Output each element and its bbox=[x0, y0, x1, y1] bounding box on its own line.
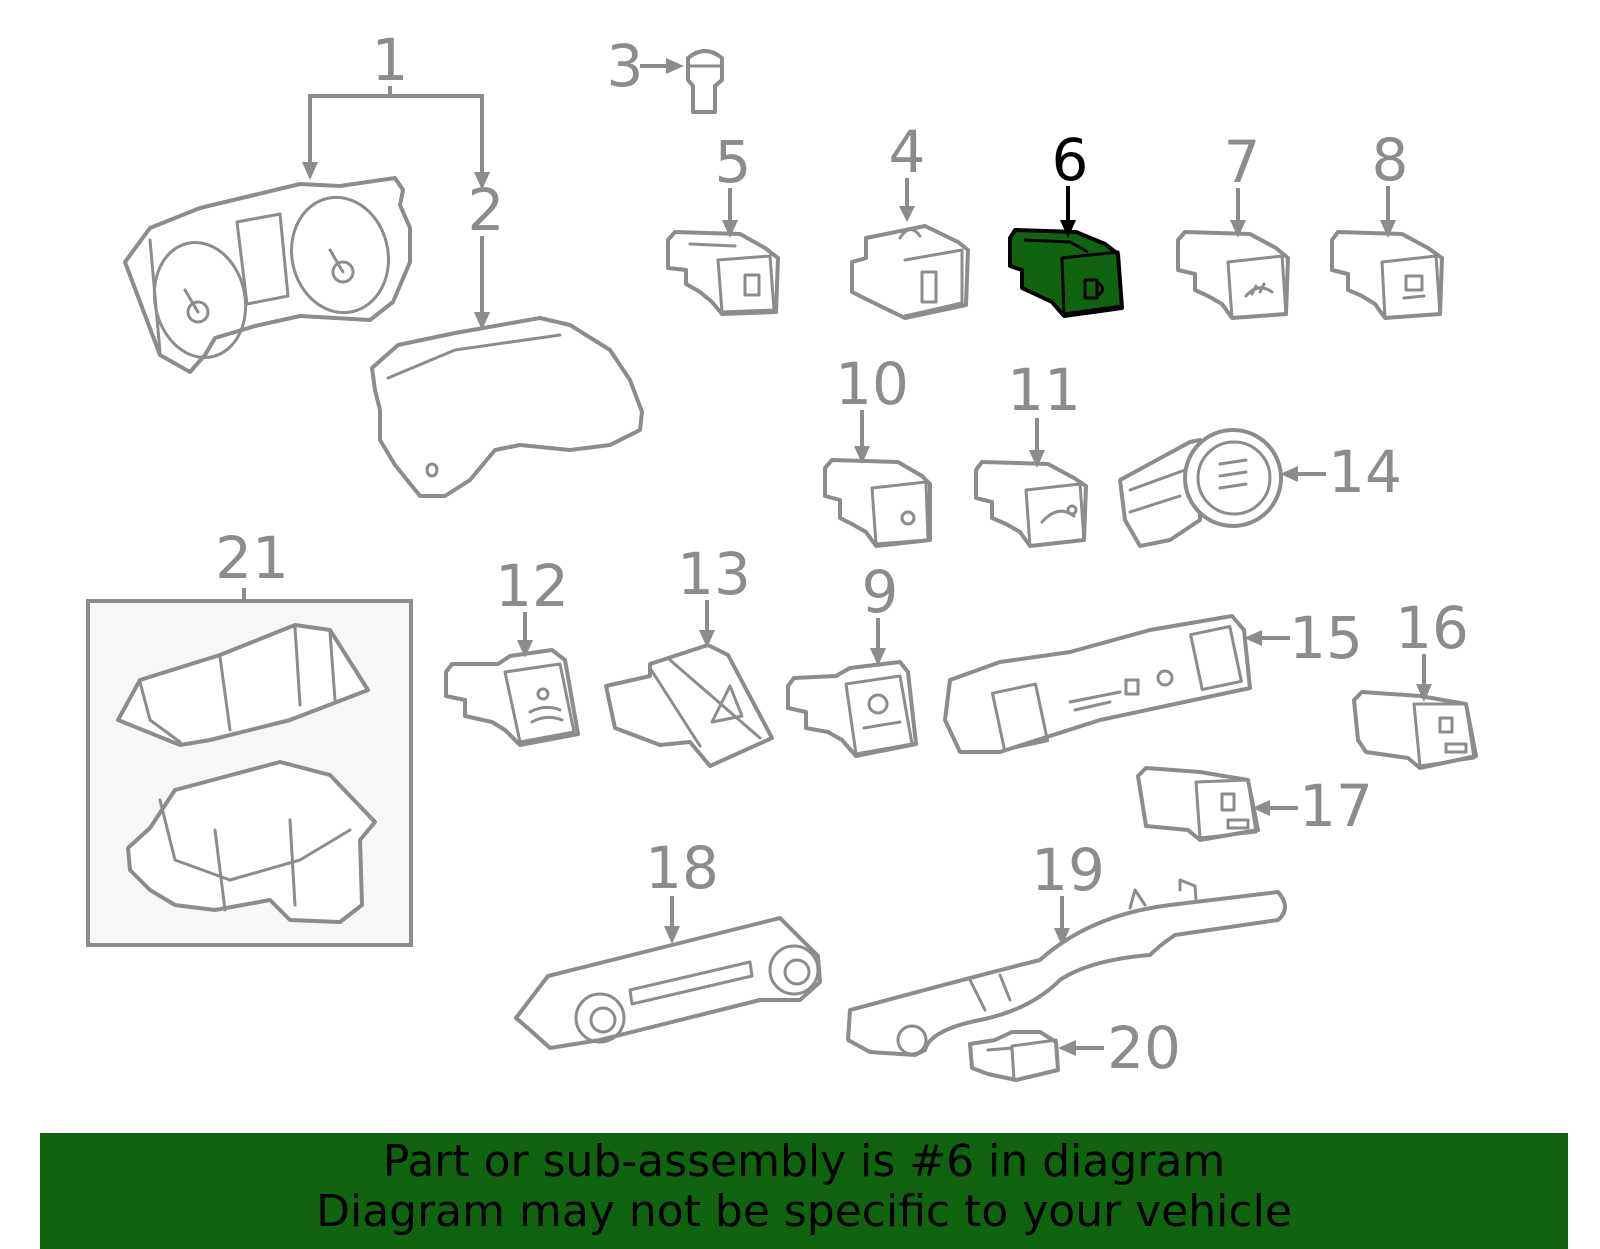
callout-18: 18 bbox=[645, 834, 719, 902]
part-17-switch[interactable] bbox=[1136, 766, 1260, 842]
part-10-switch[interactable] bbox=[823, 458, 932, 548]
callout-15: 15 bbox=[1289, 604, 1363, 672]
part-13-hazard-switch[interactable] bbox=[604, 643, 774, 768]
callout-5: 5 bbox=[715, 128, 752, 196]
part-14-start-button[interactable] bbox=[1118, 428, 1283, 548]
part-7-switch[interactable] bbox=[1176, 230, 1290, 320]
callout-21: 21 bbox=[215, 524, 289, 592]
leader-arrowheads bbox=[302, 58, 1432, 1056]
banner-line-2: Diagram may not be specific to your vehi… bbox=[316, 1186, 1292, 1237]
callout-2: 2 bbox=[468, 176, 505, 244]
banner-line-1: Part or sub-assembly is #6 in diagram bbox=[382, 1136, 1226, 1187]
callout-12: 12 bbox=[495, 552, 569, 620]
part-21-kit-box[interactable] bbox=[86, 599, 413, 947]
part-20-connector[interactable] bbox=[968, 1030, 1060, 1082]
part-3-bulb[interactable] bbox=[686, 49, 724, 114]
callout-8: 8 bbox=[1372, 126, 1409, 194]
part-11-switch[interactable] bbox=[974, 460, 1088, 548]
callout-numbers: 1 2 3 4 5 6 7 8 10 11 14 21 12 13 9 15 1… bbox=[215, 26, 1469, 1082]
callout-9: 9 bbox=[862, 558, 899, 626]
callout-6: 6 bbox=[1052, 126, 1089, 194]
part-4-switch[interactable] bbox=[850, 224, 970, 320]
part-12-switch[interactable] bbox=[444, 648, 580, 747]
part-9-switch[interactable] bbox=[786, 660, 918, 758]
callout-17: 17 bbox=[1299, 772, 1373, 840]
callout-16: 16 bbox=[1395, 594, 1469, 662]
callout-7: 7 bbox=[1224, 128, 1261, 196]
part-18-switch-lever[interactable] bbox=[514, 916, 822, 1050]
callout-11: 11 bbox=[1007, 356, 1081, 424]
leader-lines bbox=[242, 64, 1426, 1050]
part-8-switch[interactable] bbox=[1330, 230, 1444, 320]
callout-14: 14 bbox=[1328, 438, 1402, 506]
callout-10: 10 bbox=[835, 350, 909, 418]
part-5-switch[interactable] bbox=[666, 230, 780, 316]
info-banner: Part or sub-assembly is #6 in diagram Di… bbox=[40, 1133, 1568, 1249]
part-15-switch-panel[interactable] bbox=[943, 614, 1252, 754]
part-16-switch[interactable] bbox=[1352, 690, 1478, 770]
part-19-combination-switch[interactable] bbox=[846, 878, 1287, 1057]
callout-4: 4 bbox=[889, 118, 926, 186]
part-1-instrument-cluster[interactable] bbox=[123, 176, 412, 374]
callout-20: 20 bbox=[1107, 1014, 1181, 1082]
callout-19: 19 bbox=[1031, 836, 1105, 904]
part-6-switch-highlighted[interactable] bbox=[1008, 228, 1124, 318]
part-2-cluster-lens[interactable] bbox=[370, 316, 644, 498]
callout-3: 3 bbox=[607, 32, 644, 100]
callout-1: 1 bbox=[372, 26, 409, 94]
callout-13: 13 bbox=[677, 540, 751, 608]
